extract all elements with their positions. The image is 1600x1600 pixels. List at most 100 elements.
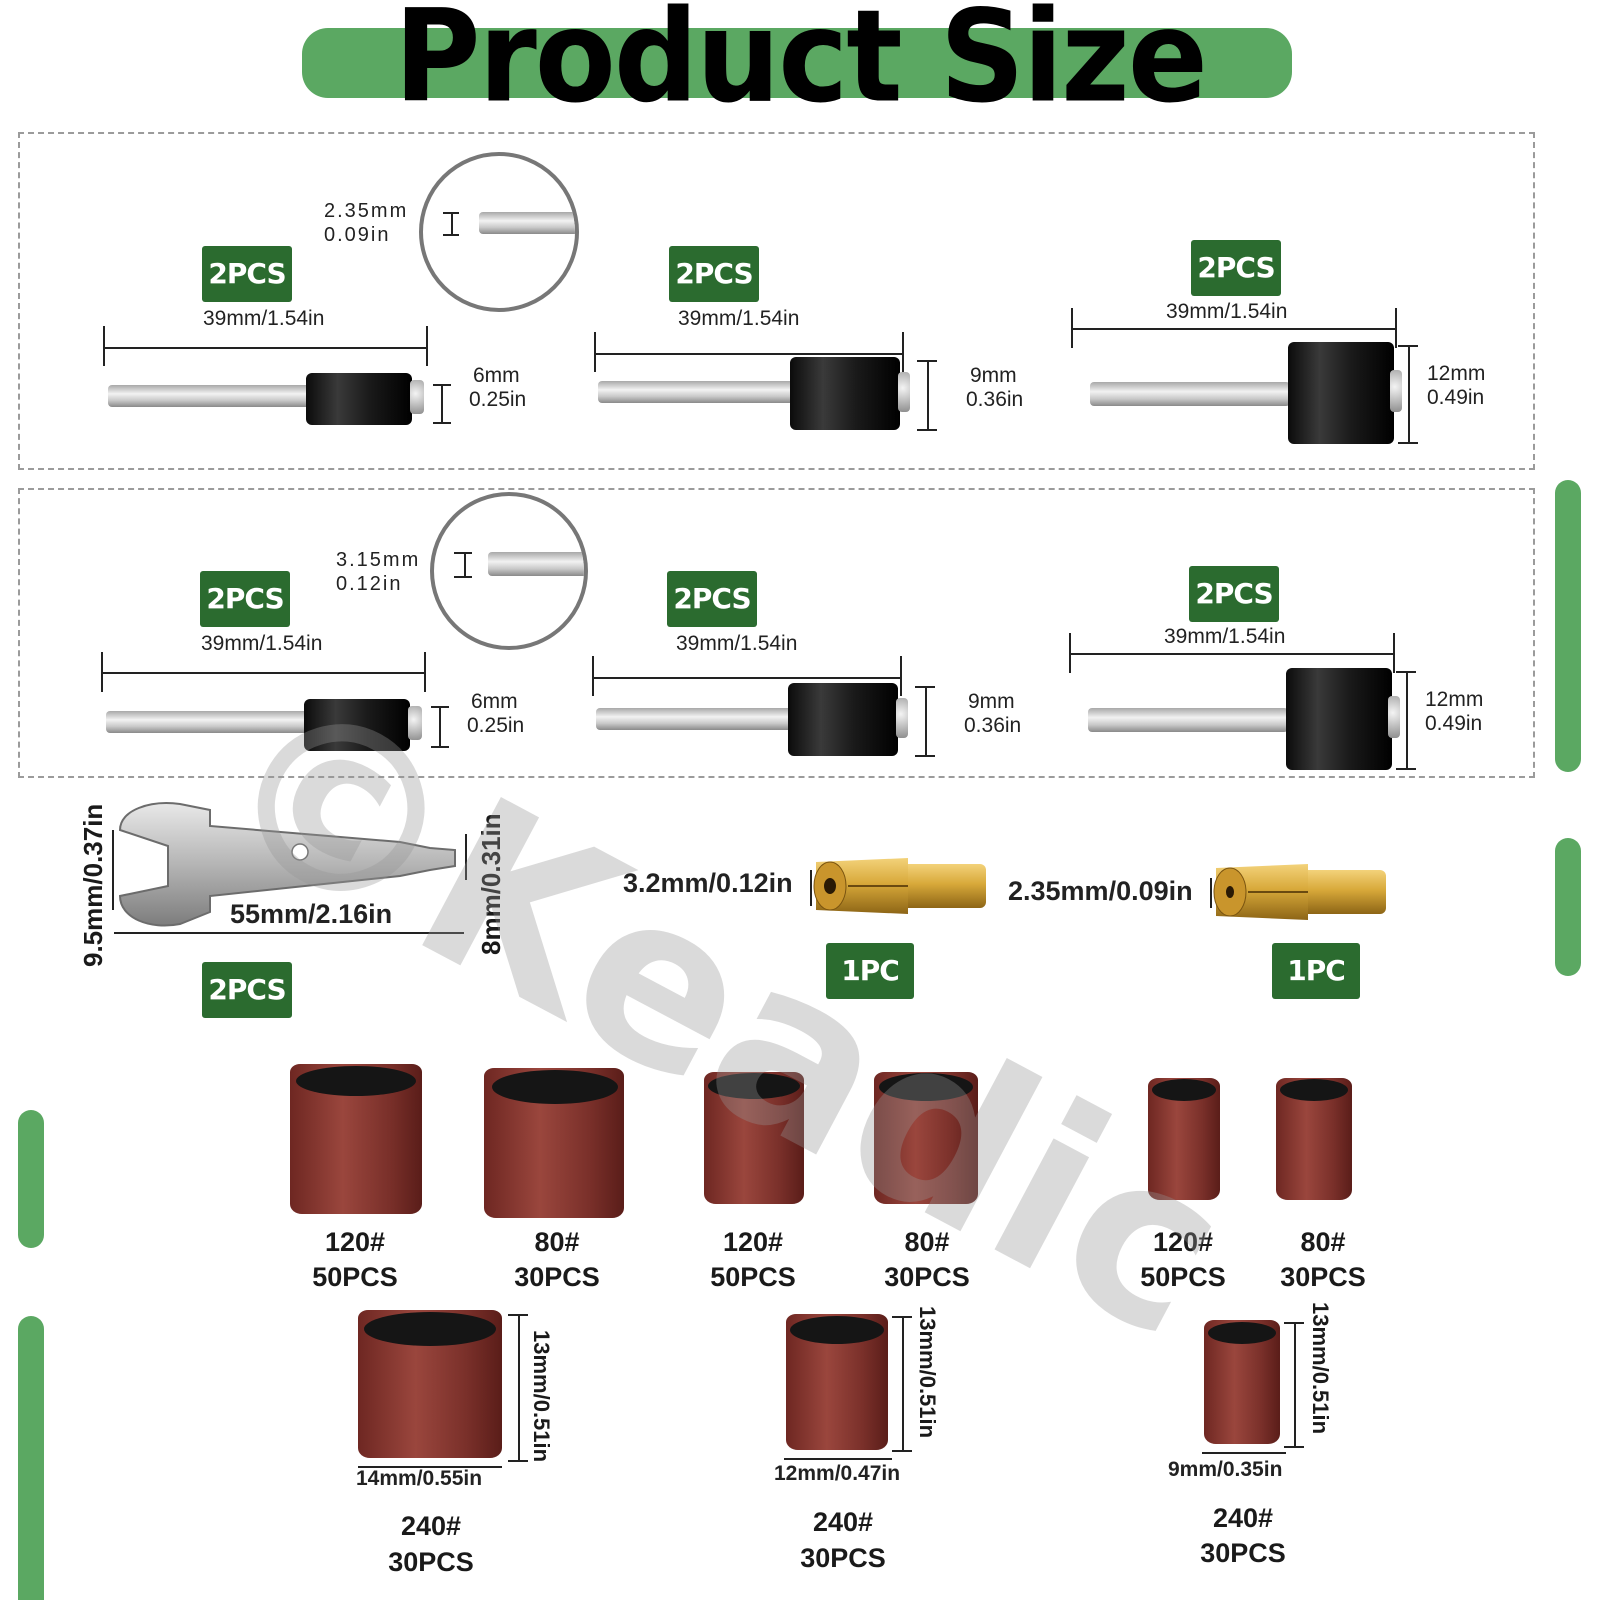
wrench-tip-size: 8mm/0.31in xyxy=(476,813,506,955)
length-dimension xyxy=(594,353,904,355)
qty-badge: 2PCS xyxy=(202,246,292,302)
sleeve-width: 12mm/0.47in xyxy=(774,1462,901,1485)
diameter-in: 0.49in xyxy=(1427,386,1485,409)
sleeve-qty: 30PCS xyxy=(1280,1262,1366,1292)
length-label: 39mm/1.54in xyxy=(203,307,325,330)
sleeve-grit: 240# xyxy=(1212,1503,1274,1533)
left-accent-bar-1 xyxy=(18,1110,44,1248)
length-dimension xyxy=(101,672,426,674)
sleeve-qty: 50PCS xyxy=(710,1262,796,1292)
diameter-in: 0.36in xyxy=(964,714,1022,737)
qty-badge: 2PCS xyxy=(202,962,292,1018)
length-dimension xyxy=(1071,328,1397,330)
qty-badge: 2PCS xyxy=(200,571,290,627)
qty-badge: 2PCS xyxy=(1189,566,1279,622)
drum-screw xyxy=(408,706,422,740)
sleeve-qty: 30PCS xyxy=(388,1547,474,1577)
sleeve-grit: 240# xyxy=(400,1511,462,1541)
rubber-drum xyxy=(1288,342,1394,444)
mandrel-panel-315 xyxy=(18,488,1535,778)
rubber-drum xyxy=(306,373,412,425)
shank-dia-mm: 2.35mm xyxy=(324,200,409,222)
drum-screw xyxy=(898,372,910,412)
diameter-in: 0.25in xyxy=(469,388,527,411)
sleeve-grit: 240# xyxy=(812,1507,874,1537)
shank-zoom-235 xyxy=(419,152,579,312)
brass-collet-image xyxy=(1213,864,1386,920)
sleeve-height: 13mm/0.51in xyxy=(529,1330,554,1463)
title-banner xyxy=(302,28,1292,98)
qty-badge: 1PC xyxy=(826,943,914,999)
qty-badge: 1PC xyxy=(1272,943,1360,999)
length-label: 39mm/1.54in xyxy=(676,632,798,655)
page-title: Product Size xyxy=(394,0,1208,131)
sleeve-grit: 120# xyxy=(324,1227,386,1257)
wrench-image xyxy=(118,802,456,927)
wrench-length-dimension xyxy=(114,932,464,934)
rubber-drum xyxy=(304,699,410,751)
shank-dia-in: 0.12in xyxy=(336,573,403,595)
mandrel-shaft xyxy=(106,711,312,733)
diameter-in: 0.25in xyxy=(467,714,525,737)
shank-dia-in: 0.09in xyxy=(324,224,391,246)
sleeve-grit: 80# xyxy=(534,1227,580,1257)
mandrel-shaft xyxy=(1090,382,1290,406)
rubber-drum xyxy=(790,357,900,430)
right-accent-bar-1 xyxy=(1555,480,1581,772)
length-label: 39mm/1.54in xyxy=(201,632,323,655)
length-label: 39mm/1.54in xyxy=(1164,625,1286,648)
mandrel-shaft xyxy=(108,385,314,407)
wrench-length: 55mm/2.16in xyxy=(230,899,393,929)
length-dimension xyxy=(103,347,428,349)
diameter-mm: 9mm xyxy=(968,690,1015,713)
drum-screw xyxy=(1390,370,1402,412)
qty-badge: 2PCS xyxy=(669,246,759,302)
qty-badge: 2PCS xyxy=(667,571,757,627)
sleeve-qty: 50PCS xyxy=(1140,1262,1226,1292)
wrench-jaw-size: 9.5mm/0.37in xyxy=(78,803,108,967)
brass-collet-image xyxy=(813,858,986,914)
diameter-mm: 6mm xyxy=(473,364,520,387)
mandrel-shaft xyxy=(596,708,796,730)
sleeve-width: 14mm/0.55in xyxy=(356,1467,483,1490)
length-label: 39mm/1.54in xyxy=(678,307,800,330)
sleeve-width: 9mm/0.35in xyxy=(1168,1458,1283,1481)
length-dimension xyxy=(592,677,902,679)
diameter-in: 0.49in xyxy=(1425,712,1483,735)
shank-detail xyxy=(488,552,584,576)
diameter-mm: 9mm xyxy=(970,364,1017,387)
drum-screw xyxy=(896,698,908,738)
shank-detail xyxy=(479,212,575,234)
mandrel-shaft xyxy=(1088,708,1288,732)
sleeve-grit: 80# xyxy=(904,1227,950,1257)
shank-zoom-315 xyxy=(430,492,588,650)
qty-badge: 2PCS xyxy=(1191,240,1281,296)
sleeve-grit: 120# xyxy=(1152,1227,1214,1257)
length-label: 39mm/1.54in xyxy=(1166,300,1288,323)
drum-screw xyxy=(1388,696,1400,738)
sleeve-grit: 80# xyxy=(1300,1227,1346,1257)
left-accent-bar-2 xyxy=(18,1316,44,1600)
rubber-drum xyxy=(1286,668,1392,770)
right-accent-bar-2 xyxy=(1555,838,1581,976)
sleeve-qty: 50PCS xyxy=(312,1262,398,1292)
mandrel-panel-235 xyxy=(18,132,1535,470)
length-dimension xyxy=(1069,653,1395,655)
collet-size: 2.35mm/0.09in xyxy=(1008,876,1193,906)
shank-dia-mm: 3.15mm xyxy=(336,549,421,571)
diameter-mm: 6mm xyxy=(471,690,518,713)
rubber-drum xyxy=(788,683,898,756)
sleeve-qty: 30PCS xyxy=(1200,1538,1286,1568)
mandrel-shaft xyxy=(598,381,798,403)
drum-screw xyxy=(410,380,424,414)
diameter-in: 0.36in xyxy=(966,388,1024,411)
sleeve-grit: 120# xyxy=(722,1227,784,1257)
collet-size: 3.2mm/0.12in xyxy=(623,868,793,898)
sleeve-qty: 30PCS xyxy=(884,1262,970,1292)
sleeve-qty: 30PCS xyxy=(514,1262,600,1292)
sleeve-qty: 30PCS xyxy=(800,1543,886,1573)
sleeve-height: 13mm/0.51in xyxy=(915,1306,940,1439)
diameter-mm: 12mm xyxy=(1427,362,1486,385)
diameter-mm: 12mm xyxy=(1425,688,1484,711)
sleeve-height: 13mm/0.51in xyxy=(1308,1302,1333,1435)
